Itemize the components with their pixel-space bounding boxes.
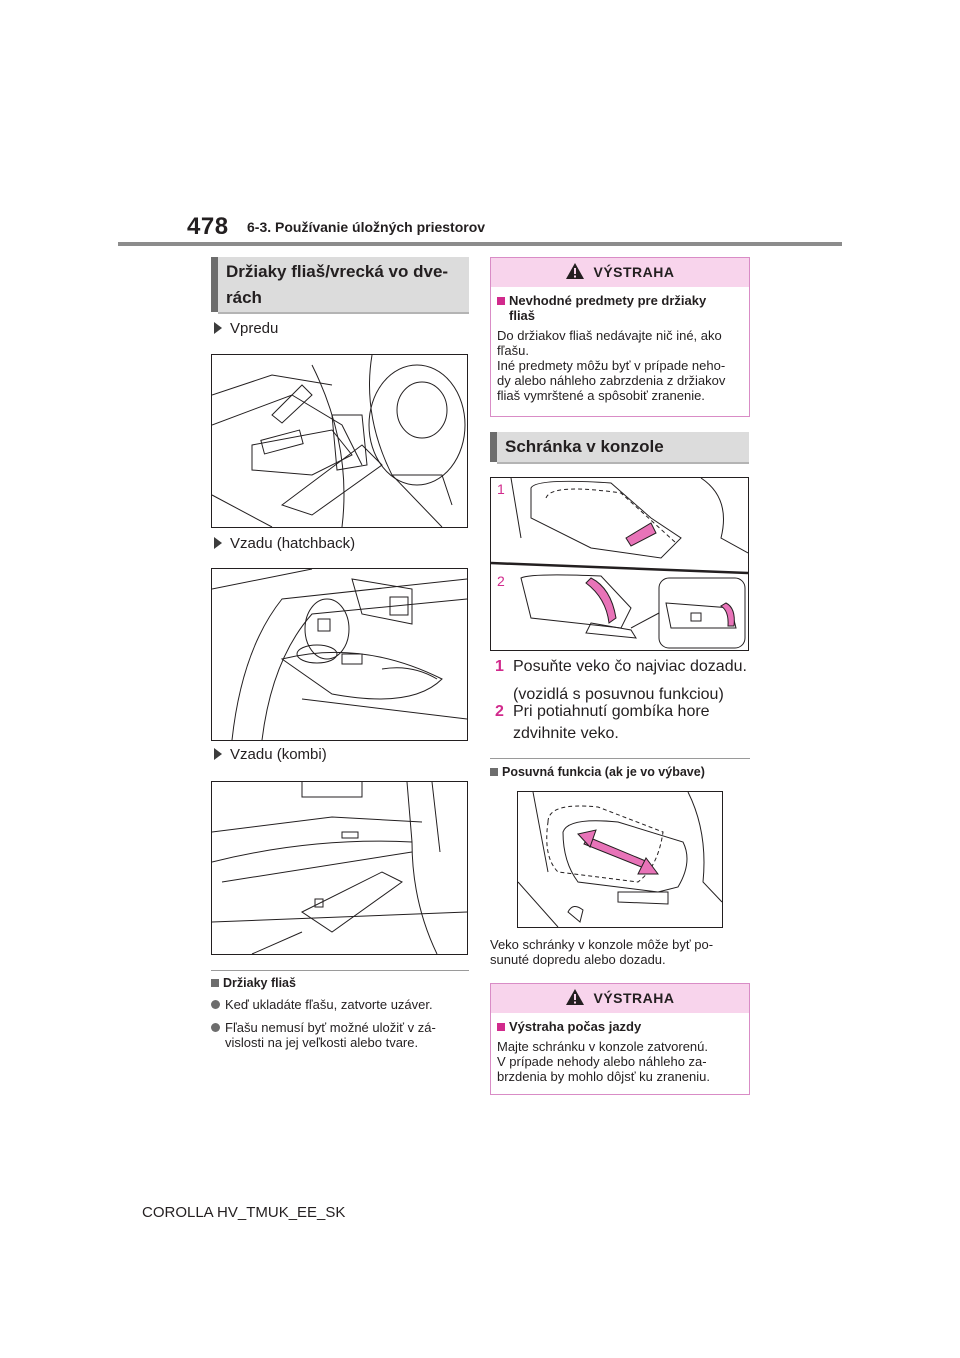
circle-bullet-icon	[211, 1000, 220, 1009]
bullet-1: Keď ukladáte fľašu, zatvorte uzáver.	[211, 997, 433, 1012]
divider	[211, 970, 469, 971]
warning-line: fliaš vymrštené a spôsobiť zranenie.	[497, 388, 705, 403]
sliding-description-line: Veko schránky v konzole môže byť po-	[490, 937, 714, 952]
divider	[490, 758, 750, 759]
figure-sliding-lid	[517, 791, 723, 928]
triangle-bullet-icon	[214, 322, 222, 334]
heading-line-1: Držiaky fliaš/vrecká vo dve-	[226, 262, 449, 281]
bullet-2-text: Fľašu nemusí byť možné uložiť v zá-	[225, 1020, 436, 1035]
step-1-number: 1	[495, 658, 504, 675]
warning-triangle-icon	[565, 261, 585, 290]
step-2: 2 Pri potiahnutí gombíka hore zdvihnite v…	[495, 701, 710, 745]
sliding-description: Veko schránky v konzole môže byť po- sun…	[490, 937, 713, 967]
warning-header-text: VÝSTRAHA	[593, 990, 675, 1006]
sliding-subtitle-text: Posuvná funkcia (ak je vo výbave)	[502, 765, 705, 779]
bullet-2-continuation: vislosti na jej veľkosti alebo tvare.	[225, 1035, 419, 1050]
circle-bullet-icon	[211, 1023, 220, 1032]
warning-line: fľašu.	[497, 343, 529, 358]
sliding-description-line: sunuté dopredu alebo dozadu.	[490, 952, 666, 967]
warning-line: dy alebo náhleho zabrzdenia z držiakov	[497, 373, 726, 388]
figure-rear-hatch-door	[211, 568, 468, 741]
warning-title: Nevhodné predmety pre držiaky fliaš	[497, 293, 743, 323]
page-number: 478	[187, 213, 229, 240]
warning-title-text: Výstraha počas jazdy	[509, 1019, 642, 1034]
warning-line: V prípade nehody alebo náhleho za-	[497, 1054, 707, 1069]
warning-box-1: VÝSTRAHA Nevhodné predmety pre držiaky f…	[490, 257, 750, 417]
section-title: 6-3. Používanie úložných priestorov	[247, 219, 486, 235]
square-bullet-icon	[490, 768, 498, 776]
bottles-subtitle-text: Držiaky fliaš	[223, 976, 296, 990]
heading-line-2: rách	[226, 288, 262, 307]
figure-marker-1: 1	[497, 481, 505, 497]
heading-console-box: Schránka v konzole	[490, 432, 749, 464]
step-2-line-2: zdvihnite veko.	[513, 725, 619, 742]
step-2-line-1: Pri potiahnutí gombíka hore	[513, 703, 710, 720]
square-bullet-icon	[497, 1023, 505, 1031]
label-front-text: Vpredu	[230, 320, 279, 337]
label-rear-kombi: Vzadu (kombi)	[214, 746, 327, 763]
warning-title-line-2: fliaš	[509, 308, 536, 323]
warning-header: VÝSTRAHA	[491, 258, 749, 287]
warning-triangle-icon	[565, 987, 585, 1016]
step-1: 1 Posuňte veko čo najviac dozadu. (vozidl…	[495, 656, 747, 706]
warning-box-2: VÝSTRAHA Výstraha počas jazdy Majte schr…	[490, 983, 750, 1095]
sliding-subtitle: Posuvná funkcia (ak je vo výbave)	[490, 765, 705, 779]
label-rear-kombi-text: Vzadu (kombi)	[230, 746, 327, 763]
warning-line: Iné predmety môžu byť v prípade neho-	[497, 358, 726, 373]
header-rule	[118, 242, 842, 246]
step-1-line-2: (vozidlá s posuvnou funkciou)	[513, 686, 724, 703]
square-bullet-icon	[497, 297, 505, 305]
warning-body: Nevhodné predmety pre držiaky fliaš Do d…	[491, 287, 749, 403]
warning-title: Výstraha počas jazdy	[497, 1019, 743, 1034]
figure-front-door	[211, 354, 468, 528]
warning-title-line-1: Nevhodné predmety pre držiaky	[509, 293, 707, 308]
square-bullet-icon	[211, 979, 219, 987]
figure-marker-2: 2	[497, 573, 505, 589]
step-2-number: 2	[495, 703, 504, 720]
label-front: Vpredu	[214, 320, 278, 337]
warning-line: brzdenia by mohlo dôjsť ku zraneniu.	[497, 1069, 710, 1084]
warning-header-text: VÝSTRAHA	[593, 264, 675, 280]
triangle-bullet-icon	[214, 537, 222, 549]
figure-rear-kombi-door	[211, 781, 468, 955]
warning-header: VÝSTRAHA	[491, 984, 749, 1013]
warning-line: Majte schránku v konzole zatvorenú.	[497, 1039, 708, 1054]
triangle-bullet-icon	[214, 748, 222, 760]
label-rear-hatch-text: Vzadu (hatchback)	[230, 535, 356, 552]
figure-console-box: 1 2	[490, 477, 749, 651]
bullet-2: Fľašu nemusí byť možné uložiť v zá- visl…	[211, 1020, 436, 1050]
footer-model-code: COROLLA HV_TMUK_EE_SK	[142, 1204, 346, 1221]
bottles-subtitle: Držiaky fliaš	[211, 976, 296, 990]
warning-body: Výstraha počas jazdy Majte schránku v ko…	[491, 1013, 749, 1084]
heading-console-text: Schránka v konzole	[505, 437, 664, 456]
step-1-line-1: Posuňte veko čo najviac dozadu.	[513, 658, 747, 675]
label-rear-hatch: Vzadu (hatchback)	[214, 535, 355, 552]
bullet-1-text: Keď ukladáte fľašu, zatvorte uzáver.	[225, 997, 433, 1012]
warning-line: Do držiakov fliaš nedávajte nič iné, ako	[497, 328, 722, 343]
heading-bottle-holders: Držiaky fliaš/vrecká vo dve- rách	[211, 257, 469, 314]
